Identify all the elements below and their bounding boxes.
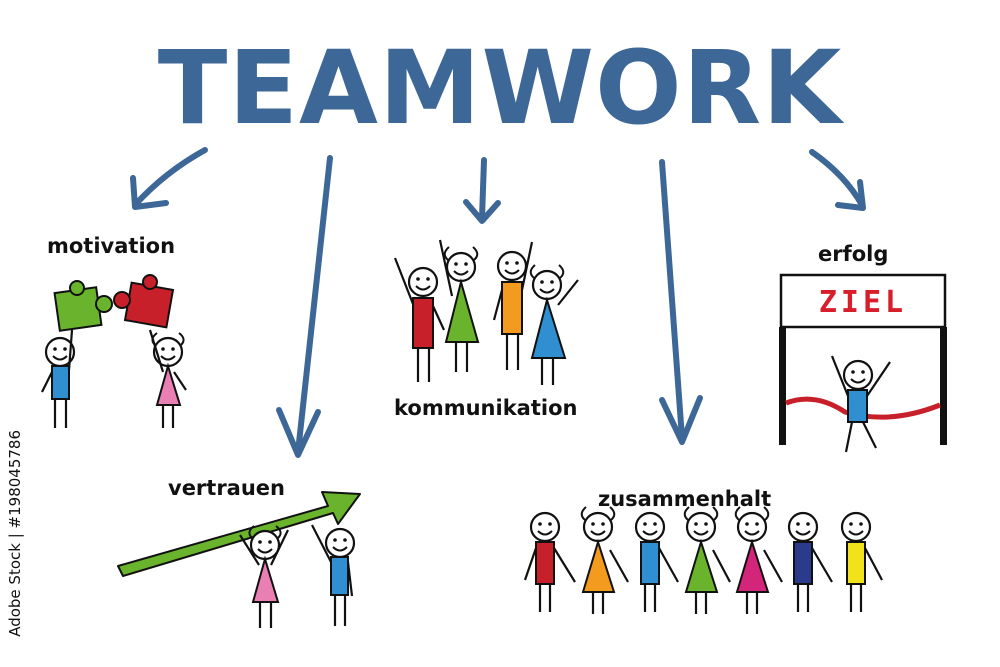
stick-figure-blue-3 bbox=[529, 264, 579, 385]
banner-pole-left bbox=[779, 327, 786, 445]
stick-figure-row-1 bbox=[523, 511, 576, 612]
ziel-banner-text: ZIEL bbox=[819, 285, 907, 320]
banner-pole-right bbox=[940, 327, 947, 445]
label-zusammenhalt: zusammenhalt bbox=[598, 487, 772, 511]
stick-figure-green bbox=[438, 239, 480, 372]
stick-figure-blue bbox=[41, 329, 76, 428]
stick-figure-row-2 bbox=[580, 506, 629, 614]
stick-figure-red bbox=[393, 257, 445, 382]
arrow-to-erfolg bbox=[809, 149, 866, 211]
stick-figure-blue-2 bbox=[311, 524, 356, 626]
zusammenhalt-illustration bbox=[523, 506, 883, 614]
page-title: TEAMWORK bbox=[157, 29, 843, 148]
erfolg-illustration: ZIEL bbox=[779, 273, 947, 453]
green-growth-arrow-icon bbox=[117, 491, 361, 577]
label-kommunikation: kommunikation bbox=[394, 396, 578, 420]
arrow-to-motivation bbox=[130, 147, 208, 210]
vertrauen-illustration bbox=[117, 491, 361, 628]
label-motivation: motivation bbox=[47, 234, 176, 258]
puzzle-green-icon bbox=[53, 280, 113, 332]
puzzle-red-icon bbox=[113, 274, 175, 329]
motivation-illustration bbox=[41, 274, 187, 428]
stick-figure-row-3 bbox=[634, 511, 679, 612]
stick-figure-row-7 bbox=[840, 511, 883, 612]
label-vertrauen: vertrauen bbox=[168, 476, 285, 500]
stick-figure-runner bbox=[830, 355, 891, 453]
stick-figure-orange bbox=[492, 241, 534, 370]
stick-figure-row-4 bbox=[683, 506, 731, 614]
stick-figure-row-6 bbox=[787, 511, 833, 612]
finish-ribbon bbox=[785, 396, 941, 420]
kommunikation-illustration bbox=[393, 239, 579, 385]
ziel-banner bbox=[779, 273, 947, 329]
stick-figure-pink bbox=[148, 329, 187, 428]
arrow-to-zusammenhalt bbox=[659, 159, 703, 445]
stick-figure-row-5 bbox=[734, 506, 783, 614]
arrow-to-vertrauen bbox=[276, 155, 333, 458]
stick-figure-pink-2 bbox=[239, 525, 289, 628]
label-erfolg: erfolg bbox=[818, 242, 889, 266]
arrow-to-kommunikation bbox=[463, 157, 501, 224]
